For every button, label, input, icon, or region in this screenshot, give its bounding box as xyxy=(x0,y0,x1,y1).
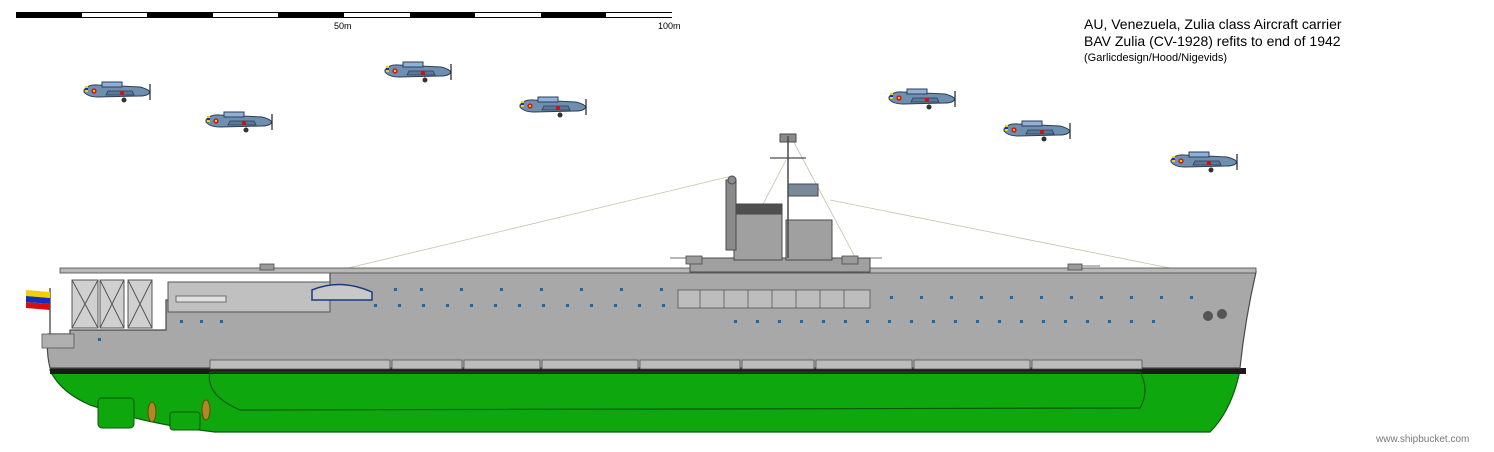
scale-bar xyxy=(16,12,672,18)
ships-boat xyxy=(175,295,227,303)
title-line-2: BAV Zulia (CV-1928) refits to end of 194… xyxy=(1084,33,1341,49)
propeller-icon xyxy=(97,397,211,431)
scale-label-100m: 100m xyxy=(658,21,681,31)
fighter-aircraft-icon xyxy=(1170,151,1238,174)
island-superstructure xyxy=(689,133,871,273)
flight-deck xyxy=(59,267,1257,274)
hull-underwater xyxy=(49,369,1241,433)
boot-topping xyxy=(50,368,1246,374)
boat-cradle xyxy=(311,283,373,301)
scale-label-50m: 50m xyxy=(334,21,352,31)
fighter-aircraft-icon xyxy=(519,96,587,119)
fighter-aircraft-icon xyxy=(888,88,956,111)
watermark: www.shipbucket.com xyxy=(1376,434,1470,445)
aft-hangar-trusses xyxy=(71,279,153,329)
fighter-aircraft-icon xyxy=(384,61,452,84)
title-line-1: AU, Venezuela, Zulia class Aircraft carr… xyxy=(1084,16,1342,32)
portholes xyxy=(98,288,1193,341)
anchor-hawse-icon xyxy=(1203,309,1227,321)
fighter-aircraft-icon xyxy=(83,81,151,104)
fighter-aircraft-icon xyxy=(1003,120,1071,143)
bulge-plates xyxy=(209,359,1143,370)
stern-gallery xyxy=(41,333,75,349)
title-block: AU, Venezuela, Zulia class Aircraft carr… xyxy=(1084,16,1342,66)
fighter-aircraft-icon xyxy=(205,111,273,134)
venezuela-flag-icon xyxy=(26,288,51,334)
torpedo-bulge xyxy=(208,371,1146,411)
island-sponsons xyxy=(677,289,871,309)
deck-guns xyxy=(259,255,1100,271)
credit-line: (Garlicdesign/Hood/Nigevids) xyxy=(1084,52,1228,64)
